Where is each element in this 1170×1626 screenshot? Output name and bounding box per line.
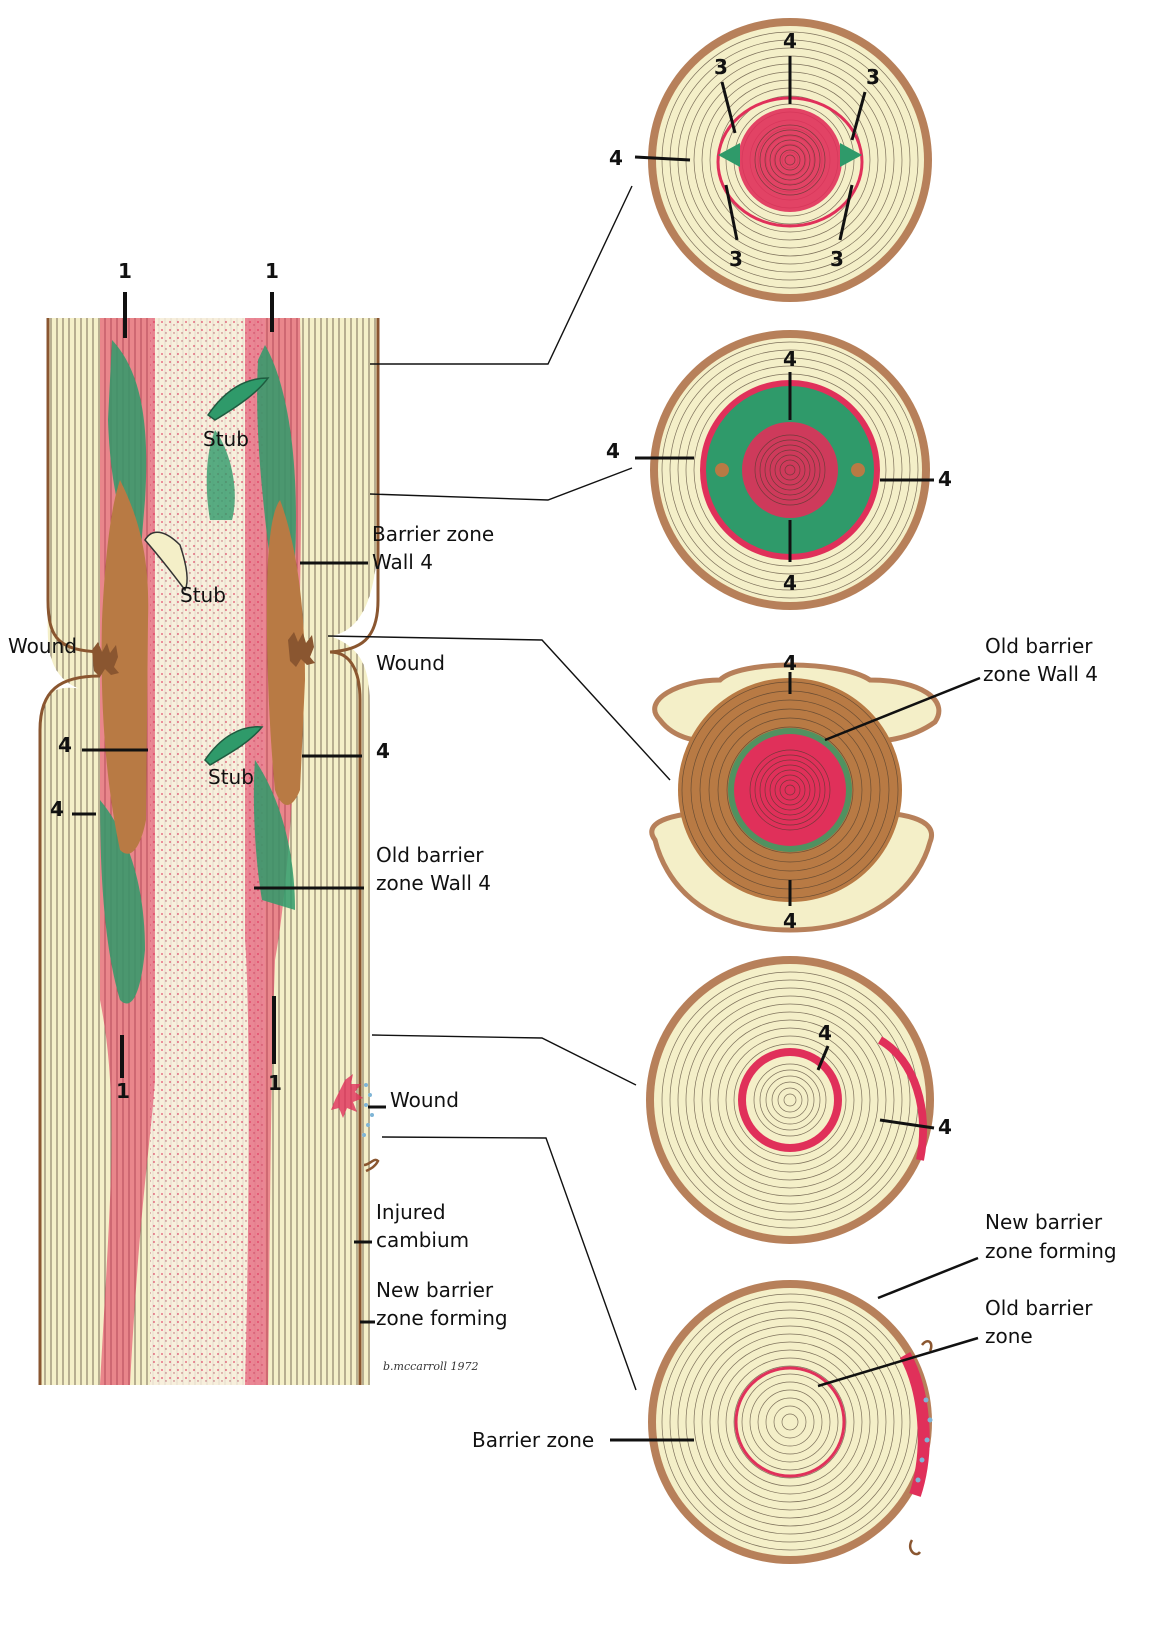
connector-section-5	[382, 1137, 636, 1390]
connector-section-2	[370, 468, 632, 500]
section-2-decay-spot-right	[851, 463, 865, 477]
section-2-decay-spot-left	[715, 463, 729, 477]
section-3-red-core	[734, 734, 846, 846]
label-wound-lower: Wound	[390, 1088, 459, 1112]
label-stub-lower: Stub	[208, 765, 254, 789]
section-2-red-core	[742, 422, 838, 518]
label-s2-top4: 4	[783, 347, 797, 371]
label-1-top-right: 1	[265, 259, 279, 283]
cross-section-3: 4 4 Old barrier zone Wall 4	[652, 634, 1098, 933]
label-s3-top4: 4	[783, 651, 797, 675]
artist-signature: b.mccarroll 1972	[383, 1360, 479, 1373]
label-cambium: cambium	[376, 1228, 469, 1252]
label-wound-right: Wound	[376, 651, 445, 675]
cross-section-4: 4 4	[646, 956, 952, 1244]
cross-section-5: New barrier zone forming Old barrier zon…	[472, 1210, 1117, 1564]
label-4-left-lower: 4	[50, 797, 64, 821]
label-wound-left: Wound	[8, 634, 77, 658]
cross-section-2: 4 4 4 4	[606, 330, 952, 610]
label-s4-right4: 4	[938, 1115, 952, 1139]
label-s2-bottom4: 4	[783, 571, 797, 595]
label-s3-old-barrier: Old barrier	[985, 634, 1093, 658]
label-1-top-left: 1	[118, 259, 132, 283]
label-1-bottom-left: 1	[116, 1079, 130, 1103]
label-s4-inner4: 4	[818, 1021, 832, 1045]
label-s3-zone-wall-4: zone Wall 4	[983, 662, 1098, 686]
label-4-left-upper: 4	[58, 733, 72, 757]
label-injured: Injured	[376, 1200, 446, 1224]
label-wall-4: Wall 4	[372, 550, 433, 574]
label-s5-barrier-zone: Barrier zone	[472, 1428, 594, 1452]
section-1-red-core	[738, 108, 842, 212]
label-s2-left4: 4	[606, 439, 620, 463]
label-new-barrier: New barrier	[376, 1278, 494, 1302]
label-4-right: 4	[376, 739, 390, 763]
section-5-bark-curl-top	[922, 1341, 931, 1351]
section-4-inner-wood	[746, 1056, 834, 1144]
label-s5-zone-forming: zone forming	[985, 1239, 1117, 1263]
pointer-s5-new-barrier	[878, 1258, 978, 1298]
label-s5-old-barrier: Old barrier	[985, 1296, 1093, 1320]
label-s5-zone: zone	[985, 1324, 1033, 1348]
label-s1-tr3: 3	[866, 65, 880, 89]
label-s1-top4: 4	[783, 29, 797, 53]
label-zone-wall-4: zone Wall 4	[376, 871, 491, 895]
label-s1-tl3: 3	[714, 55, 728, 79]
label-zone-forming: zone forming	[376, 1306, 508, 1330]
label-s1-bl3: 3	[729, 247, 743, 271]
label-barrier-zone: Barrier zone	[372, 522, 494, 546]
label-s1-left4: 4	[609, 146, 623, 170]
section-5-wood	[656, 1288, 924, 1556]
label-stub-top: Stub	[203, 427, 249, 451]
label-stub-middle: Stub	[180, 583, 226, 607]
section-5-bark-curl-bottom	[910, 1540, 920, 1554]
connector-section-4	[372, 1035, 636, 1085]
label-old-barrier: Old barrier	[376, 843, 484, 867]
cross-section-1: 4 4 3 3 3 3	[609, 18, 932, 302]
label-1-bottom-right: 1	[268, 1071, 282, 1095]
label-s5-new-barrier: New barrier	[985, 1210, 1103, 1234]
longitudinal-stem: 1 1 1 1 Stub Stub Stub Barrier zone Wall…	[8, 259, 508, 1388]
label-s3-bottom4: 4	[783, 909, 797, 933]
label-s1-br3: 3	[830, 247, 844, 271]
label-s2-right4: 4	[938, 467, 952, 491]
connector-section-1	[370, 186, 632, 364]
